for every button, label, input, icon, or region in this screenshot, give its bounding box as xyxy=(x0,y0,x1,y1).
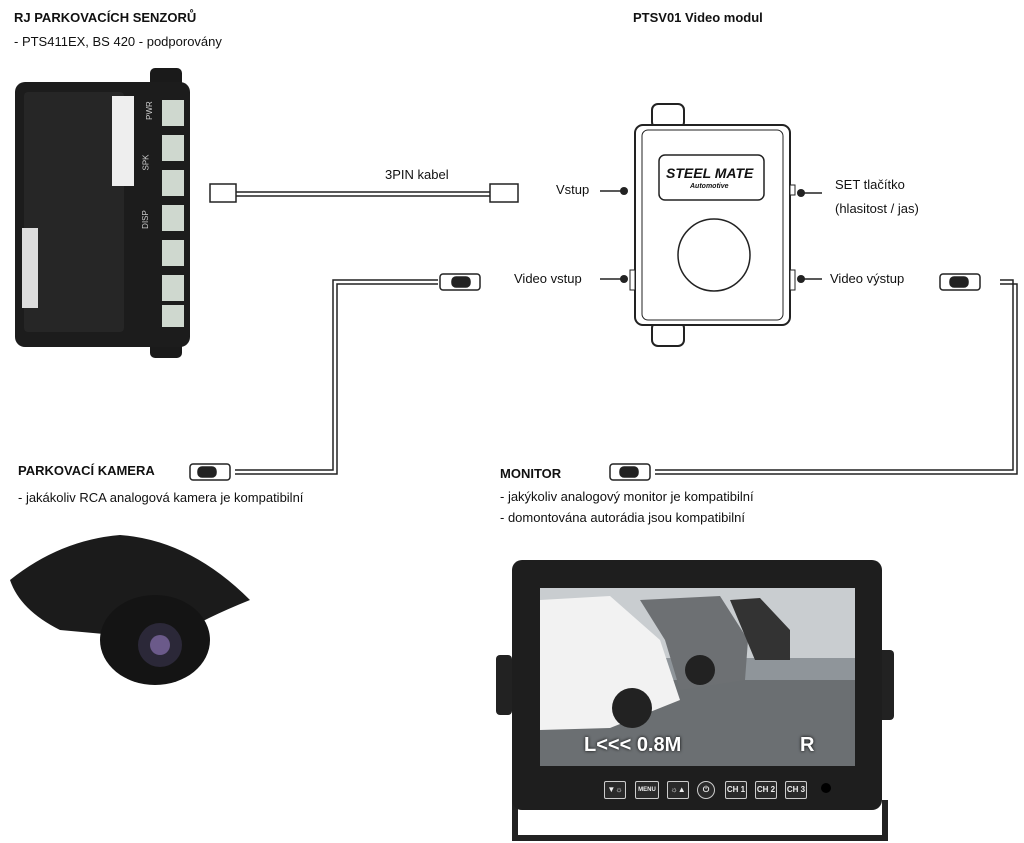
rca-cables xyxy=(235,279,1018,475)
brand-sub: Automotive xyxy=(690,183,729,190)
brightness-up-button[interactable]: ☼▲ xyxy=(667,781,689,799)
monitor-note: - domontována autorádia jsou kompatibiln… xyxy=(500,510,745,525)
module-title: PTSV01 Video modul xyxy=(633,10,763,25)
ch1-button[interactable]: CH 1 xyxy=(725,781,747,799)
parking-camera-image xyxy=(10,535,250,685)
ch3-button[interactable]: CH 3 xyxy=(785,781,807,799)
label-input: Vstup xyxy=(556,182,590,197)
brand-logo: STEEL MATE xyxy=(666,165,754,181)
monitor-title: MONITOR xyxy=(500,466,562,481)
ch2-button[interactable]: CH 2 xyxy=(755,781,777,799)
camera-title: PARKOVACÍ KAMERA xyxy=(18,463,155,478)
sensor-subtitle: - PTS411EX, BS 420 - podporovány xyxy=(14,34,222,49)
video-module xyxy=(629,103,796,347)
menu-button[interactable]: MENU xyxy=(635,781,659,799)
sensor-port-label: SPK xyxy=(141,154,151,171)
label-set-button: SET tlačítko xyxy=(835,177,905,192)
label-video-out: Video výstup xyxy=(830,271,905,286)
brightness-down-button[interactable]: ▼☼ xyxy=(604,781,626,799)
power-button[interactable]: ⏻ xyxy=(697,781,715,799)
parking-sensor-unit xyxy=(15,68,190,358)
label-set-sub: (hlasitost / jas) xyxy=(835,201,919,216)
sensor-title: RJ PARKOVACÍCH SENZORŮ xyxy=(14,10,197,25)
monitor-image xyxy=(496,560,894,841)
cable-label: 3PIN kabel xyxy=(385,167,449,182)
monitor-note: - jakýkoliv analogový monitor je kompati… xyxy=(500,489,754,504)
3pin-cable xyxy=(209,183,519,203)
sensor-port-label: PWR xyxy=(144,101,154,120)
label-video-in: Video vstup xyxy=(514,271,582,286)
camera-note: - jakákoliv RCA analogová kamera je komp… xyxy=(18,490,304,505)
osd-right: R xyxy=(800,734,815,756)
osd-distance: L<<< 0.8M xyxy=(584,734,682,756)
sensor-port-label: DISP xyxy=(140,210,150,229)
